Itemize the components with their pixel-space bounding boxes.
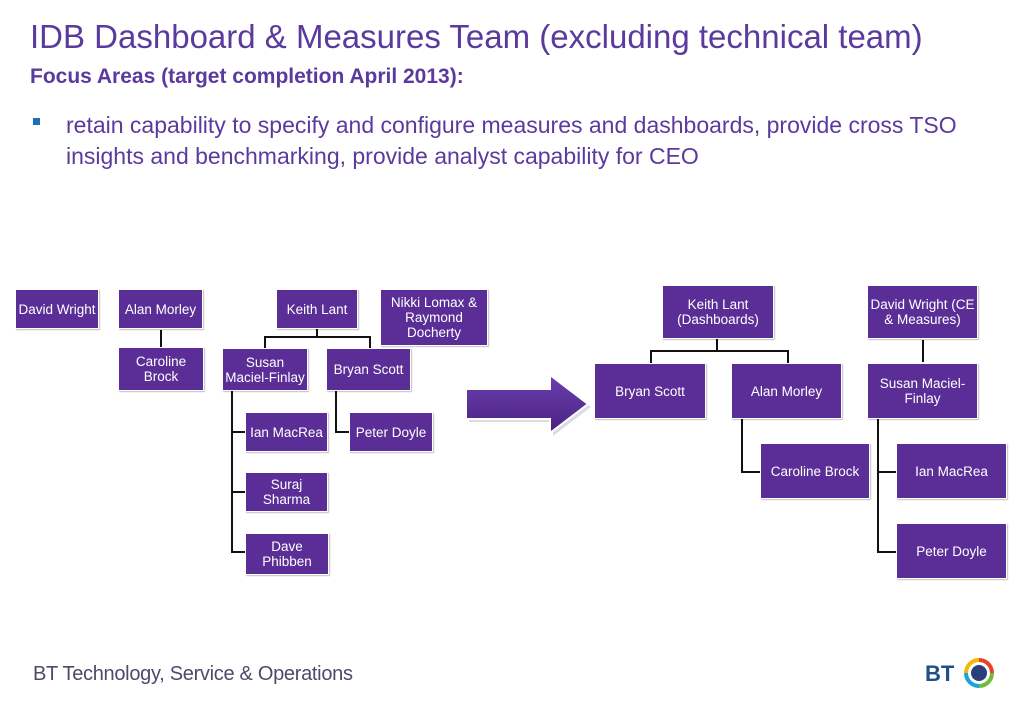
connector-line [922,340,924,362]
org-box-keith-lant-dashboards: Keith Lant (Dashboards) [662,285,774,339]
focus-bullet-text: retain capability to specify and configu… [66,112,957,169]
bt-logo-text: BT [925,661,955,686]
org-box-suraj-sharma: Suraj Sharma [245,472,328,512]
org-box-david-wright: David Wright [15,289,99,329]
connector-line [650,350,788,352]
connector-line [741,419,743,472]
connector-line [264,336,266,348]
connector-line [877,419,879,552]
connector-line [877,471,896,473]
page-title: IDB Dashboard & Measures Team (excluding… [30,18,923,55]
org-box-susan-maciel-finlay: Susan Maciel-Finlay [867,363,978,419]
org-box-bryan-scott: Bryan Scott [326,348,411,391]
connector-line [716,339,718,351]
connector-line [741,471,760,473]
org-box-ian-macrea: Ian MacRea [896,443,1007,499]
connector-line [316,328,318,337]
connector-line [231,390,233,552]
bullet-icon [33,118,40,125]
connector-line [231,431,245,433]
bt-logo: BT [925,658,994,688]
connector-line [231,551,245,553]
connector-line [369,336,371,348]
org-box-caroline-brock: Caroline Brock [760,443,870,499]
org-box-ian-macrea: Ian MacRea [245,412,328,452]
connector-line [264,336,370,338]
connector-line [650,350,652,363]
page-subtitle: Focus Areas (target completion April 201… [30,65,464,88]
org-box-peter-doyle: Peter Doyle [349,412,433,452]
org-box-keith-lant: Keith Lant [276,289,358,329]
connector-line [877,551,896,553]
connector-line [787,350,789,363]
org-box-david-wright-ce-measures: David Wright (CE & Measures) [867,285,978,339]
connector-line [335,431,349,433]
org-box-alan-morley: Alan Morley [731,363,842,419]
org-box-dave-phibben: Dave Phibben [245,533,329,575]
right-arrow-icon [465,372,591,436]
org-box-nikki-raymond: Nikki Lomax & Raymond Docherty [380,289,488,346]
connector-line [160,330,162,347]
org-box-bryan-scott: Bryan Scott [594,363,706,419]
org-box-peter-doyle: Peter Doyle [896,523,1007,579]
org-box-alan-morley: Alan Morley [118,289,203,329]
connector-line [231,491,245,493]
org-box-caroline-brock: Caroline Brock [118,347,204,391]
footer-text: BT Technology, Service & Operations [33,663,353,685]
org-box-susan-maciel-finlay: Susan Maciel-Finlay [222,348,308,391]
connector-line [335,390,337,432]
